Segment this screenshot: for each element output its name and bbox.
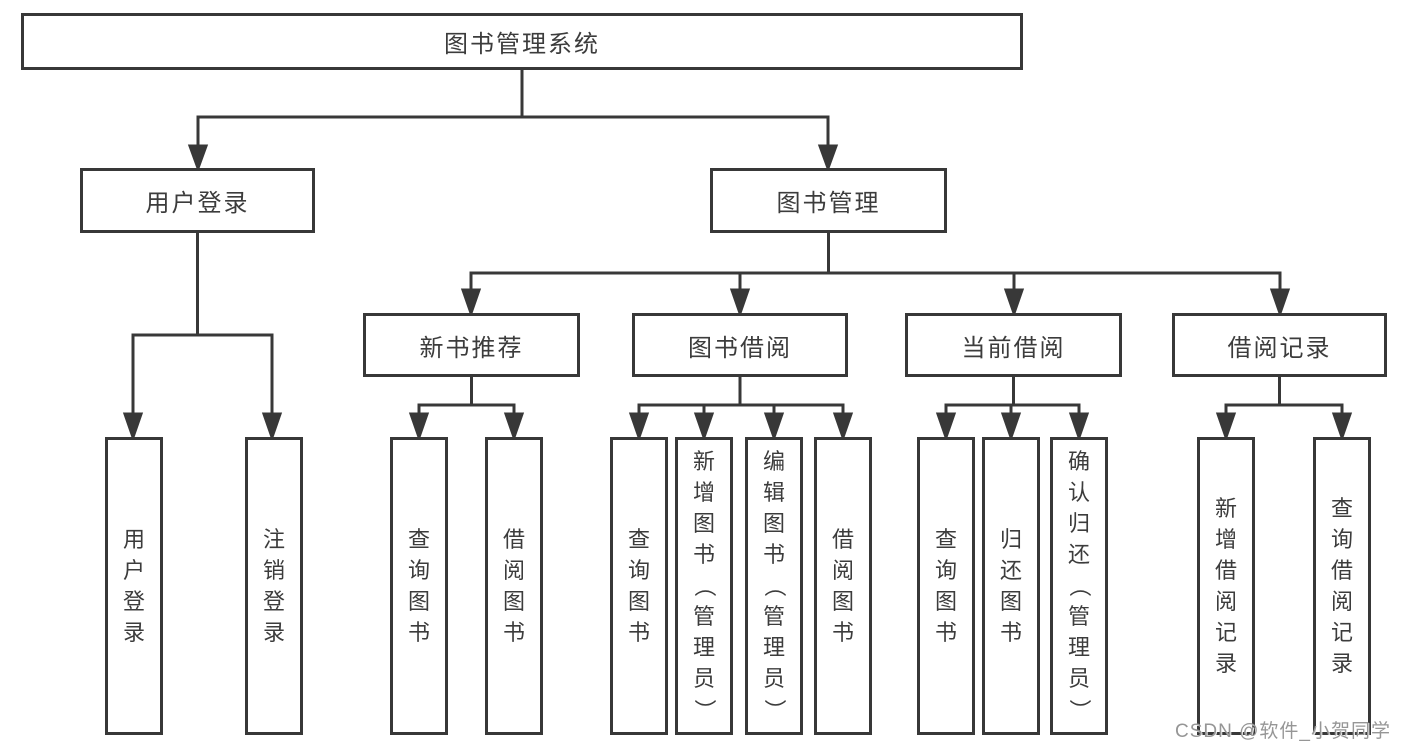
leaf-node-add-borrow-record: 新增借阅记录: [1197, 437, 1255, 735]
leaf-label: 编辑图书（管理员）: [761, 449, 787, 722]
leaf-node-query-borrow-record: 查询借阅记录: [1313, 437, 1371, 735]
leaf-node-add-books-admin: 新增图书（管理员）: [675, 437, 733, 735]
leaf-label: 查询图书: [627, 526, 650, 645]
leaf-node-borrow-books: 借阅图书: [814, 437, 872, 735]
leaf-node-user-login: 用户登录: [105, 437, 163, 735]
root-node-library-management-system: 图书管理系统: [21, 13, 1023, 70]
group-node-book-borrowing: 图书借阅: [632, 313, 848, 377]
leaf-node-query-books: 查询图书: [610, 437, 668, 735]
leaf-label: 借阅图书: [502, 526, 525, 645]
leaf-node-confirm-return-admin: 确认归还（管理员）: [1050, 437, 1108, 735]
leaf-label: 查询图书: [407, 526, 430, 645]
leaf-label: 注销登录: [262, 526, 285, 645]
leaf-label: 新增图书（管理员）: [691, 449, 717, 722]
leaf-node-edit-books-admin: 编辑图书（管理员）: [745, 437, 803, 735]
leaf-label: 归还图书: [999, 526, 1022, 645]
leaf-label: 查询借阅记录: [1330, 495, 1353, 676]
leaf-node-query-books: 查询图书: [390, 437, 448, 735]
leaf-node-borrow-books: 借阅图书: [485, 437, 543, 735]
branch-node-book-management: 图书管理: [710, 168, 947, 233]
leaf-label: 用户登录: [122, 526, 145, 645]
leaf-label: 确认归还（管理员）: [1066, 449, 1092, 722]
group-node-borrowing-records: 借阅记录: [1172, 313, 1387, 377]
leaf-node-return-books: 归还图书: [982, 437, 1040, 735]
group-node-current-borrowing: 当前借阅: [905, 313, 1122, 377]
branch-node-user-login: 用户登录: [80, 168, 315, 233]
group-node-new-book-recommendation: 新书推荐: [363, 313, 580, 377]
leaf-node-query-books: 查询图书: [917, 437, 975, 735]
leaf-label: 借阅图书: [831, 526, 854, 645]
leaf-label: 新增借阅记录: [1214, 495, 1237, 676]
leaf-node-logout: 注销登录: [245, 437, 303, 735]
csdn-watermark: CSDN @软件_小贺同学: [1175, 721, 1391, 742]
leaf-label: 查询图书: [934, 526, 957, 645]
